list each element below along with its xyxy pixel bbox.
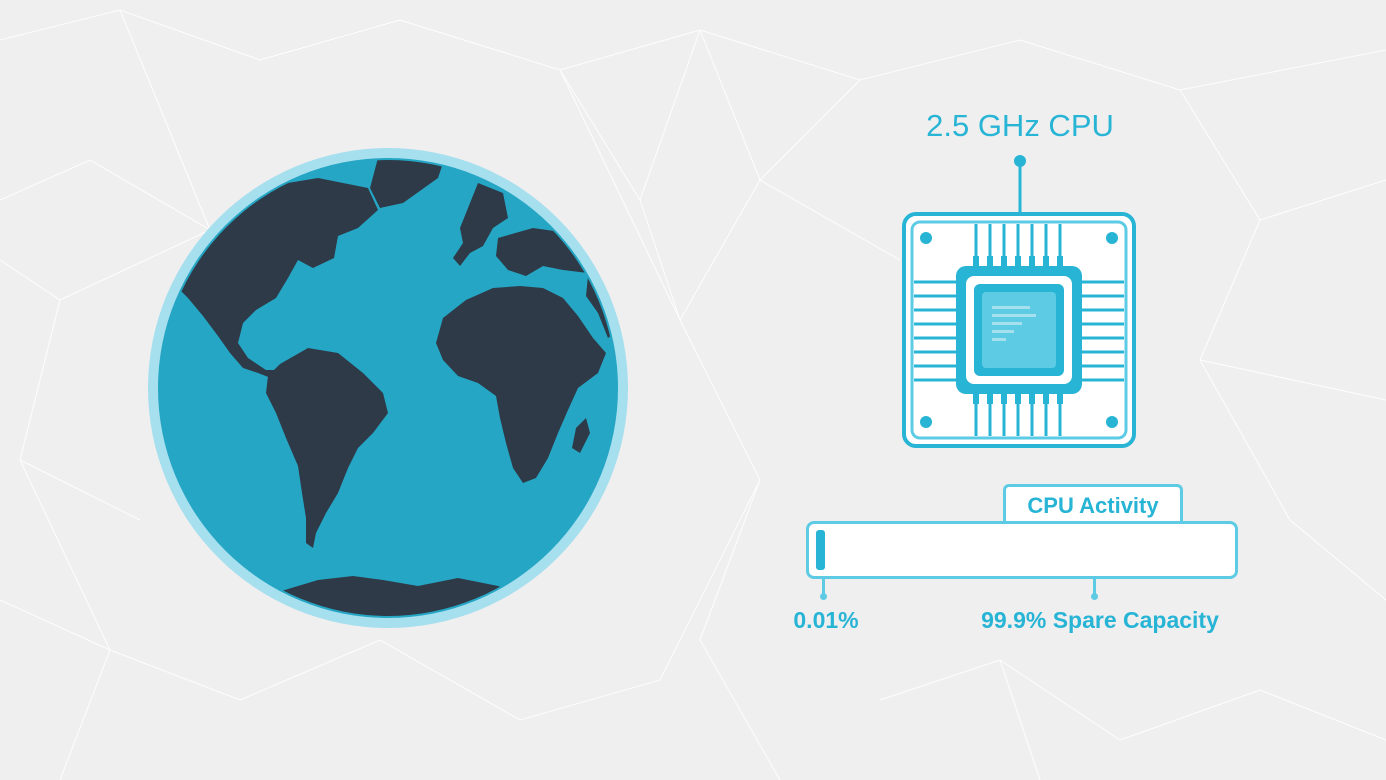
cpu-title: 2.5 GHz CPU xyxy=(926,108,1114,143)
cpu-activity-bar xyxy=(806,521,1238,579)
cpu-chip-icon xyxy=(898,150,1140,452)
cpu-activity-fill xyxy=(816,530,825,570)
globe-icon xyxy=(148,148,628,628)
used-tick xyxy=(820,579,827,600)
cpu-activity-label: CPU Activity xyxy=(1003,484,1183,522)
cpu-used-label: 0.01% xyxy=(793,607,859,633)
cpu-spare-label: 99.9% Spare Capacity xyxy=(981,607,1219,633)
spare-tick xyxy=(1091,579,1098,600)
